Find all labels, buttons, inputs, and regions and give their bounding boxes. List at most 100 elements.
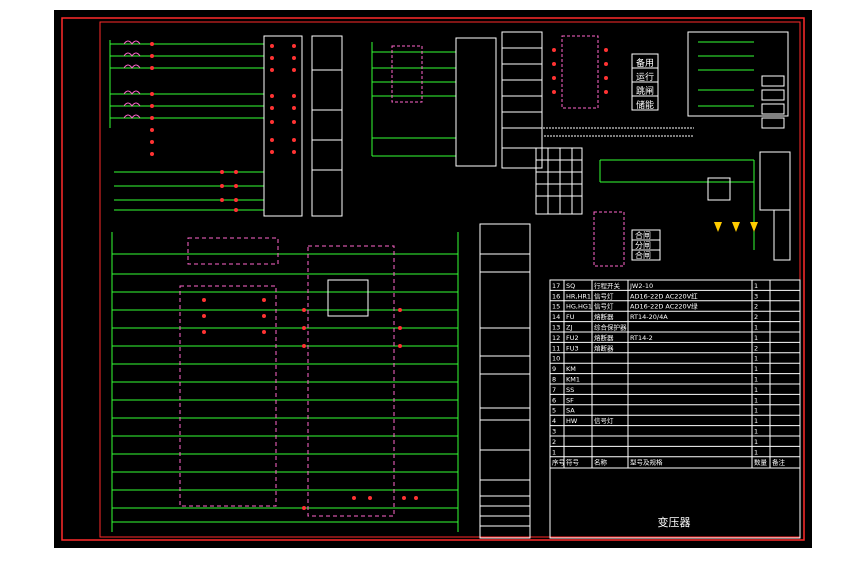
- parts-cell: HG,HG1: [566, 303, 592, 311]
- label-box-column-2-rows: [502, 47, 542, 149]
- relay-box-dashed: [391, 45, 423, 103]
- parts-cell: AD16-22D AC220V红: [630, 291, 698, 300]
- parts-cell: SF: [566, 396, 574, 404]
- title-block: [549, 467, 801, 539]
- parts-cell: 熔断器: [594, 343, 614, 352]
- main-circuit-dots: [202, 298, 418, 510]
- label-box-column-2: [501, 31, 543, 169]
- parts-cell: 3: [552, 428, 556, 436]
- parts-header-cell: 序号: [552, 458, 566, 467]
- parts-cell: 4: [552, 417, 556, 425]
- parts-cell: 15: [552, 303, 560, 311]
- component-label-1: 分闸: [635, 241, 651, 250]
- parts-cell: FU: [566, 313, 575, 321]
- outer-border: [61, 17, 805, 541]
- parts-cell: 1: [754, 282, 758, 290]
- right-relay-circuit: [599, 159, 755, 250]
- parts-cell: 6: [552, 396, 556, 404]
- parts-header-cell: 符号: [566, 458, 580, 467]
- selector-switch-box: [561, 35, 599, 109]
- parts-cell: 熔断器: [594, 312, 614, 321]
- relay-section-top: [371, 42, 456, 157]
- main-control-circuit: [111, 232, 459, 532]
- parts-cell: 1: [754, 324, 758, 332]
- parts-cell: 2: [754, 303, 758, 311]
- parts-cell: 2: [754, 344, 758, 352]
- relay-coil-box: [707, 177, 731, 201]
- parts-cell: 5: [552, 407, 556, 415]
- parts-cell: KM1: [566, 376, 580, 384]
- parts-cell: 11: [552, 344, 560, 352]
- parts-cell: AD16-22D AC220V绿: [630, 302, 698, 311]
- component-label-stack: [631, 229, 661, 261]
- title-block-text: 变压器: [658, 515, 691, 529]
- terminal-strip-1-dots: [270, 44, 296, 154]
- parts-cell: FU2: [566, 334, 579, 342]
- parts-cell: SA: [566, 407, 575, 415]
- function-label-column-rows: [480, 253, 530, 527]
- parts-cell: 3: [754, 292, 758, 300]
- right-indicator-lines: [698, 41, 754, 107]
- parts-cell: 2: [552, 438, 556, 446]
- component-label-0: 合闸: [635, 231, 651, 240]
- right-label-0: 备用: [636, 59, 655, 69]
- parts-cell: SQ: [566, 282, 575, 290]
- component-label-2: 合闸: [635, 251, 651, 260]
- top-left-coils: [123, 40, 141, 119]
- parts-cell: 7: [552, 386, 556, 394]
- component-box-dashed: [593, 211, 625, 267]
- terminal-dots-left: [150, 42, 238, 212]
- function-label-column: [479, 223, 531, 539]
- parts-cell: 1: [754, 386, 758, 394]
- parts-cell: 信号灯: [594, 291, 614, 300]
- parts-cell: 综合保护器: [594, 323, 627, 332]
- parts-cell: 1: [754, 407, 758, 415]
- parts-cell: HW: [566, 417, 578, 425]
- parts-cell: RT14-20/4A: [630, 313, 668, 321]
- top-left-feeders: [109, 40, 264, 211]
- parts-header-cell: 备注: [772, 458, 786, 467]
- parts-cell: ZJ: [566, 324, 572, 332]
- relay-internal-box: [327, 279, 369, 317]
- label-box-column: [311, 35, 343, 217]
- right-label-stack: [631, 53, 659, 111]
- parts-cell: 熔断器: [594, 333, 614, 342]
- parts-cell: 信号灯: [594, 302, 614, 311]
- parts-cell: 1: [754, 417, 758, 425]
- protection-relay-box-3: [307, 245, 395, 517]
- parts-cell: 13: [552, 324, 560, 332]
- parts-cell: 14: [552, 313, 560, 321]
- parts-cell: 信号灯: [594, 416, 614, 425]
- parts-cell: 10: [552, 355, 560, 363]
- right-label-2: 跳闸: [636, 87, 655, 97]
- parts-cell: RT14-2: [630, 334, 653, 342]
- parts-cell: 1: [754, 448, 758, 456]
- parts-cell: 行程开关: [594, 281, 621, 290]
- parts-cell: 1: [754, 428, 758, 436]
- parts-cell: 1: [754, 355, 758, 363]
- right-label-3: 储能: [636, 101, 655, 111]
- right-status-boxes: [761, 75, 785, 129]
- terminal-strip-2: [455, 37, 497, 167]
- parts-cell: 2: [754, 313, 758, 321]
- right-indicator-panel: [687, 31, 789, 117]
- parts-cell: 1: [552, 448, 556, 456]
- parts-cell: 1: [754, 365, 758, 373]
- parts-cell: 1: [754, 334, 758, 342]
- parts-cell: 1: [754, 376, 758, 384]
- small-data-table-grid: [536, 148, 582, 214]
- parts-cell: JW2-10: [629, 282, 653, 290]
- parts-cell: 16: [552, 292, 560, 300]
- parts-cell: 1: [754, 438, 758, 446]
- right-label-1: 运行: [636, 73, 655, 83]
- parts-header-cell: 名称: [594, 458, 608, 467]
- parts-cell: HR,HR1: [566, 292, 591, 300]
- parts-cell: 12: [552, 334, 560, 342]
- small-data-table: [535, 147, 583, 215]
- parts-cell: KM: [566, 365, 576, 373]
- parts-header-cell: 数量: [754, 458, 768, 467]
- parts-cell: 17: [552, 282, 560, 290]
